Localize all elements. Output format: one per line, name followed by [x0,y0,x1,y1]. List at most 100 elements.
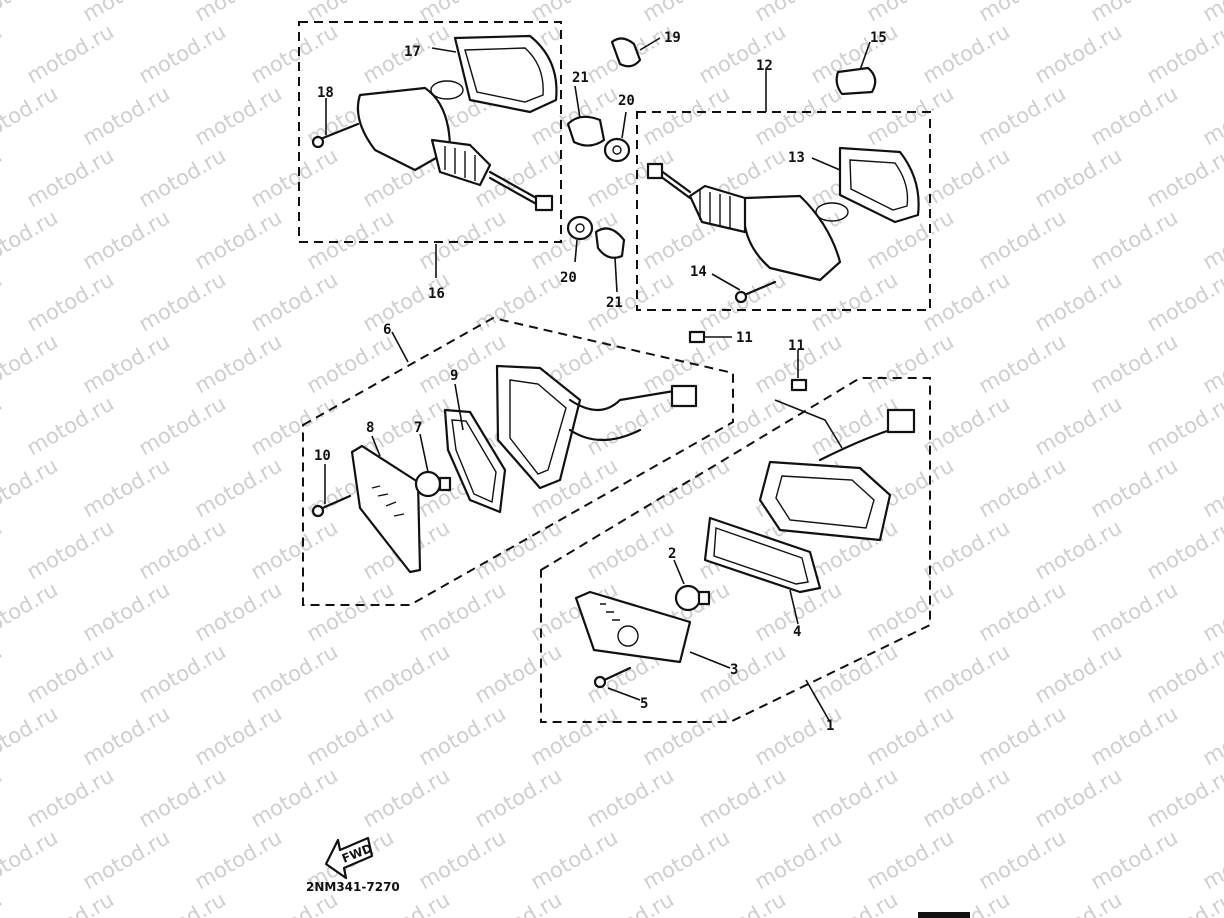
watermark-text: motod.ru [191,825,286,894]
screw-18 [311,122,360,149]
watermark-text: motod.ru [919,515,1014,584]
watermark-text: motod.ru [863,329,958,398]
watermark-text: motod.ru [415,329,510,398]
watermark-text: motod.ru [247,515,342,584]
watermark-text: motod.ru [247,19,342,88]
watermark-text: motod.ru [1143,143,1224,212]
watermark-text: motod.ru [303,329,398,398]
watermark-text: motod.ru [863,81,958,150]
flasher-body-right [646,162,842,282]
callout-3: 3 [730,662,738,678]
watermark-text: motod.ru [135,639,230,708]
watermark-text: motod.ru [79,0,174,26]
watermark-text: motod.ru [135,19,230,88]
watermark-text: motod.ru [135,763,230,832]
watermark-text: motod.ru [0,763,6,832]
watermark-text: motod.ru [1087,577,1182,646]
callout-12: 12 [756,58,773,74]
watermark-text: motod.ru [975,81,1070,150]
watermark-text: motod.ru [1199,453,1224,522]
watermark-text: motod.ru [471,763,566,832]
watermark-text: motod.ru [0,329,62,398]
flasher-lens-17 [453,34,558,114]
watermark-text: motod.ru [23,143,118,212]
watermark-text: motod.ru [695,19,790,88]
grommet-21-lower [594,227,626,259]
watermark-text: motod.ru [1031,19,1126,88]
watermark-text: motod.ru [303,205,398,274]
watermark-text: motod.ru [1087,701,1182,770]
watermark-text: motod.ru [751,81,846,150]
watermark-text: motod.ru [471,887,566,918]
nut-20-lower [566,215,594,241]
watermark-text: motod.ru [0,205,62,274]
callout-19: 19 [664,30,681,46]
flasher-body-left [356,86,554,212]
callout-5: 5 [640,696,648,712]
watermark-text: motod.ru [1031,887,1126,918]
watermark-text: motod.ru [863,701,958,770]
gasket-4 [703,516,822,594]
callout-10: 10 [314,448,331,464]
watermark-text: motod.ru [975,329,1070,398]
watermark-text: motod.ru [0,701,62,770]
screw-10 [311,494,352,518]
drawing-code: 2NM341-7270 [306,880,400,894]
watermark-text: motod.ru [191,577,286,646]
watermark-text: motod.ru [751,701,846,770]
watermark-text: motod.ru [135,887,230,918]
screw-11-upper [688,330,706,344]
watermark-text: motod.ru [23,515,118,584]
watermark-text: motod.ru [639,0,734,26]
watermark-text: motod.ru [191,81,286,150]
watermark-text: motod.ru [23,391,118,460]
watermark-text: motod.ru [807,763,902,832]
watermark-text: motod.ru [975,701,1070,770]
watermark-text: motod.ru [919,763,1014,832]
watermark-text: motod.ru [639,453,734,522]
watermark-text: motod.ru [0,453,62,522]
housing-left [495,364,698,490]
watermark-text: motod.ru [1143,763,1224,832]
housing-right [758,408,916,542]
watermark-text: motod.ru [0,0,62,26]
watermark-text: motod.ru [1087,329,1182,398]
watermark-text: motod.ru [79,453,174,522]
watermark-text: motod.ru [23,639,118,708]
watermark-text: motod.ru [1143,19,1224,88]
watermark-text: motod.ru [1199,701,1224,770]
callout-11-upper: 11 [736,330,753,346]
watermark-text: motod.ru [247,763,342,832]
watermark-text: motod.ru [303,701,398,770]
callout-20-upper: 20 [618,93,635,109]
watermark-text: motod.ru [135,515,230,584]
gasket-9 [443,408,507,514]
watermark-text: motod.ru [1199,577,1224,646]
watermark-text: motod.ru [583,267,678,336]
watermark-text: motod.ru [1143,267,1224,336]
watermark-text: motod.ru [639,701,734,770]
watermark-text: motod.ru [695,639,790,708]
nut-20-upper [603,137,631,163]
watermark-text: motod.ru [975,825,1070,894]
watermark-text: motod.ru [863,825,958,894]
watermark-text: motod.ru [23,19,118,88]
callout-21-upper: 21 [572,70,589,86]
watermark-text: motod.ru [23,763,118,832]
watermark-text: motod.ru [975,205,1070,274]
watermark-text: motod.ru [1031,267,1126,336]
watermark-text: motod.ru [0,81,62,150]
callout-18: 18 [317,85,334,101]
watermark-text: motod.ru [695,887,790,918]
watermark-text: motod.ru [191,329,286,398]
watermark-text: motod.ru [751,825,846,894]
lens-3 [574,590,692,664]
lens-8 [350,444,422,574]
callout-17: 17 [404,44,421,60]
watermark-text: motod.ru [0,391,6,460]
watermark-text: motod.ru [191,205,286,274]
callout-labels: 17 18 16 21 20 20 21 19 15 12 13 14 6 9 … [314,30,887,734]
watermark-text: motod.ru [191,453,286,522]
